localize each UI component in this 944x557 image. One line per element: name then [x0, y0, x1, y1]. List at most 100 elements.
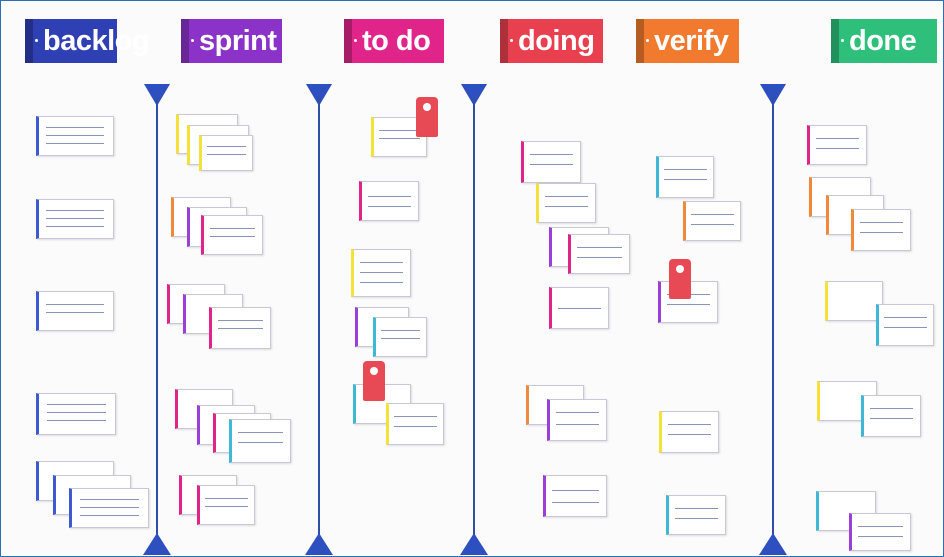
handwriting	[884, 317, 927, 318]
handwriting	[46, 135, 105, 136]
handwriting	[359, 262, 404, 263]
story-card	[521, 141, 581, 183]
story-card	[36, 393, 116, 435]
column-header-to-do: to do	[344, 19, 444, 63]
handwriting	[379, 138, 420, 139]
handwriting	[207, 146, 246, 147]
handwriting	[869, 408, 914, 409]
story-card	[656, 156, 714, 198]
handwriting	[46, 143, 105, 144]
handwriting	[394, 416, 437, 417]
divider-top-anchor	[760, 84, 786, 106]
handwriting	[217, 328, 264, 329]
handwriting	[691, 214, 734, 215]
handwriting	[859, 222, 904, 223]
story-card	[386, 403, 444, 445]
handwriting	[691, 224, 734, 225]
story-card	[351, 249, 411, 297]
handwriting	[79, 499, 139, 500]
story-card	[229, 419, 291, 463]
header-tab	[344, 19, 352, 63]
story-card	[876, 304, 934, 346]
column-header-backlog: backlog	[25, 19, 150, 63]
handwriting	[884, 327, 927, 328]
column-header-verify: verify	[636, 19, 739, 63]
story-card	[536, 183, 596, 223]
column-header-doing: doing	[500, 19, 603, 63]
handwriting	[46, 412, 106, 413]
story-card	[359, 181, 419, 221]
handwriting	[552, 502, 599, 503]
pin-dot	[646, 39, 649, 42]
handwriting	[379, 130, 420, 131]
story-card	[549, 287, 609, 329]
handwriting	[576, 257, 623, 258]
column-title: backlog	[43, 24, 150, 57]
handwriting	[664, 179, 707, 180]
handwriting	[205, 506, 248, 507]
divider-bottom-anchor	[305, 533, 333, 555]
divider-top-anchor	[461, 84, 487, 106]
column-title: to do	[362, 24, 431, 57]
handwriting	[529, 154, 574, 155]
blocker-tag	[416, 97, 438, 137]
divider-bottom-anchor	[759, 533, 787, 555]
story-card	[825, 281, 883, 321]
pin-dot	[841, 39, 844, 42]
handwriting	[552, 490, 599, 491]
divider-top-anchor	[306, 84, 332, 106]
blocker-tag	[363, 361, 385, 401]
header-tab	[500, 19, 508, 63]
handwriting	[79, 507, 139, 508]
handwriting	[667, 424, 712, 425]
pin-dot	[191, 39, 194, 42]
divider-bottom-anchor	[460, 533, 488, 555]
handwriting	[46, 304, 105, 305]
pin-dot	[510, 39, 513, 42]
handwriting	[207, 154, 246, 155]
story-card	[683, 201, 741, 241]
handwriting	[237, 442, 284, 443]
handwriting	[46, 210, 105, 211]
handwriting	[576, 247, 623, 248]
handwriting	[79, 515, 139, 516]
story-card	[36, 199, 114, 239]
handwriting	[674, 518, 719, 519]
story-card	[543, 475, 607, 517]
pin-dot	[35, 39, 38, 42]
handwriting	[46, 420, 106, 421]
story-card	[666, 495, 726, 535]
handwriting	[815, 138, 860, 139]
handwriting	[46, 404, 106, 405]
story-card	[373, 317, 427, 357]
story-card	[807, 125, 867, 165]
story-card	[209, 307, 271, 349]
handwriting	[381, 330, 420, 331]
column-title: sprint	[199, 24, 277, 57]
handwriting	[674, 508, 719, 509]
story-card	[201, 215, 263, 255]
column-title: doing	[518, 24, 595, 57]
column-title: verify	[654, 24, 729, 57]
handwriting	[359, 282, 404, 283]
story-card	[36, 291, 114, 331]
handwriting	[394, 426, 437, 427]
story-card	[547, 399, 607, 441]
handwriting	[555, 412, 600, 413]
handwriting	[859, 232, 904, 233]
story-card	[199, 135, 253, 171]
handwriting	[857, 536, 904, 537]
story-card	[568, 234, 630, 274]
header-tab	[181, 19, 189, 63]
column-header-done: done	[831, 19, 937, 63]
handwriting	[359, 272, 404, 273]
column-divider	[156, 97, 158, 537]
handwriting	[557, 308, 602, 309]
handwriting	[555, 424, 600, 425]
story-card	[197, 485, 255, 525]
blocker-tag	[669, 259, 691, 299]
story-card	[816, 491, 876, 531]
story-card	[659, 411, 719, 453]
handwriting	[544, 206, 589, 207]
